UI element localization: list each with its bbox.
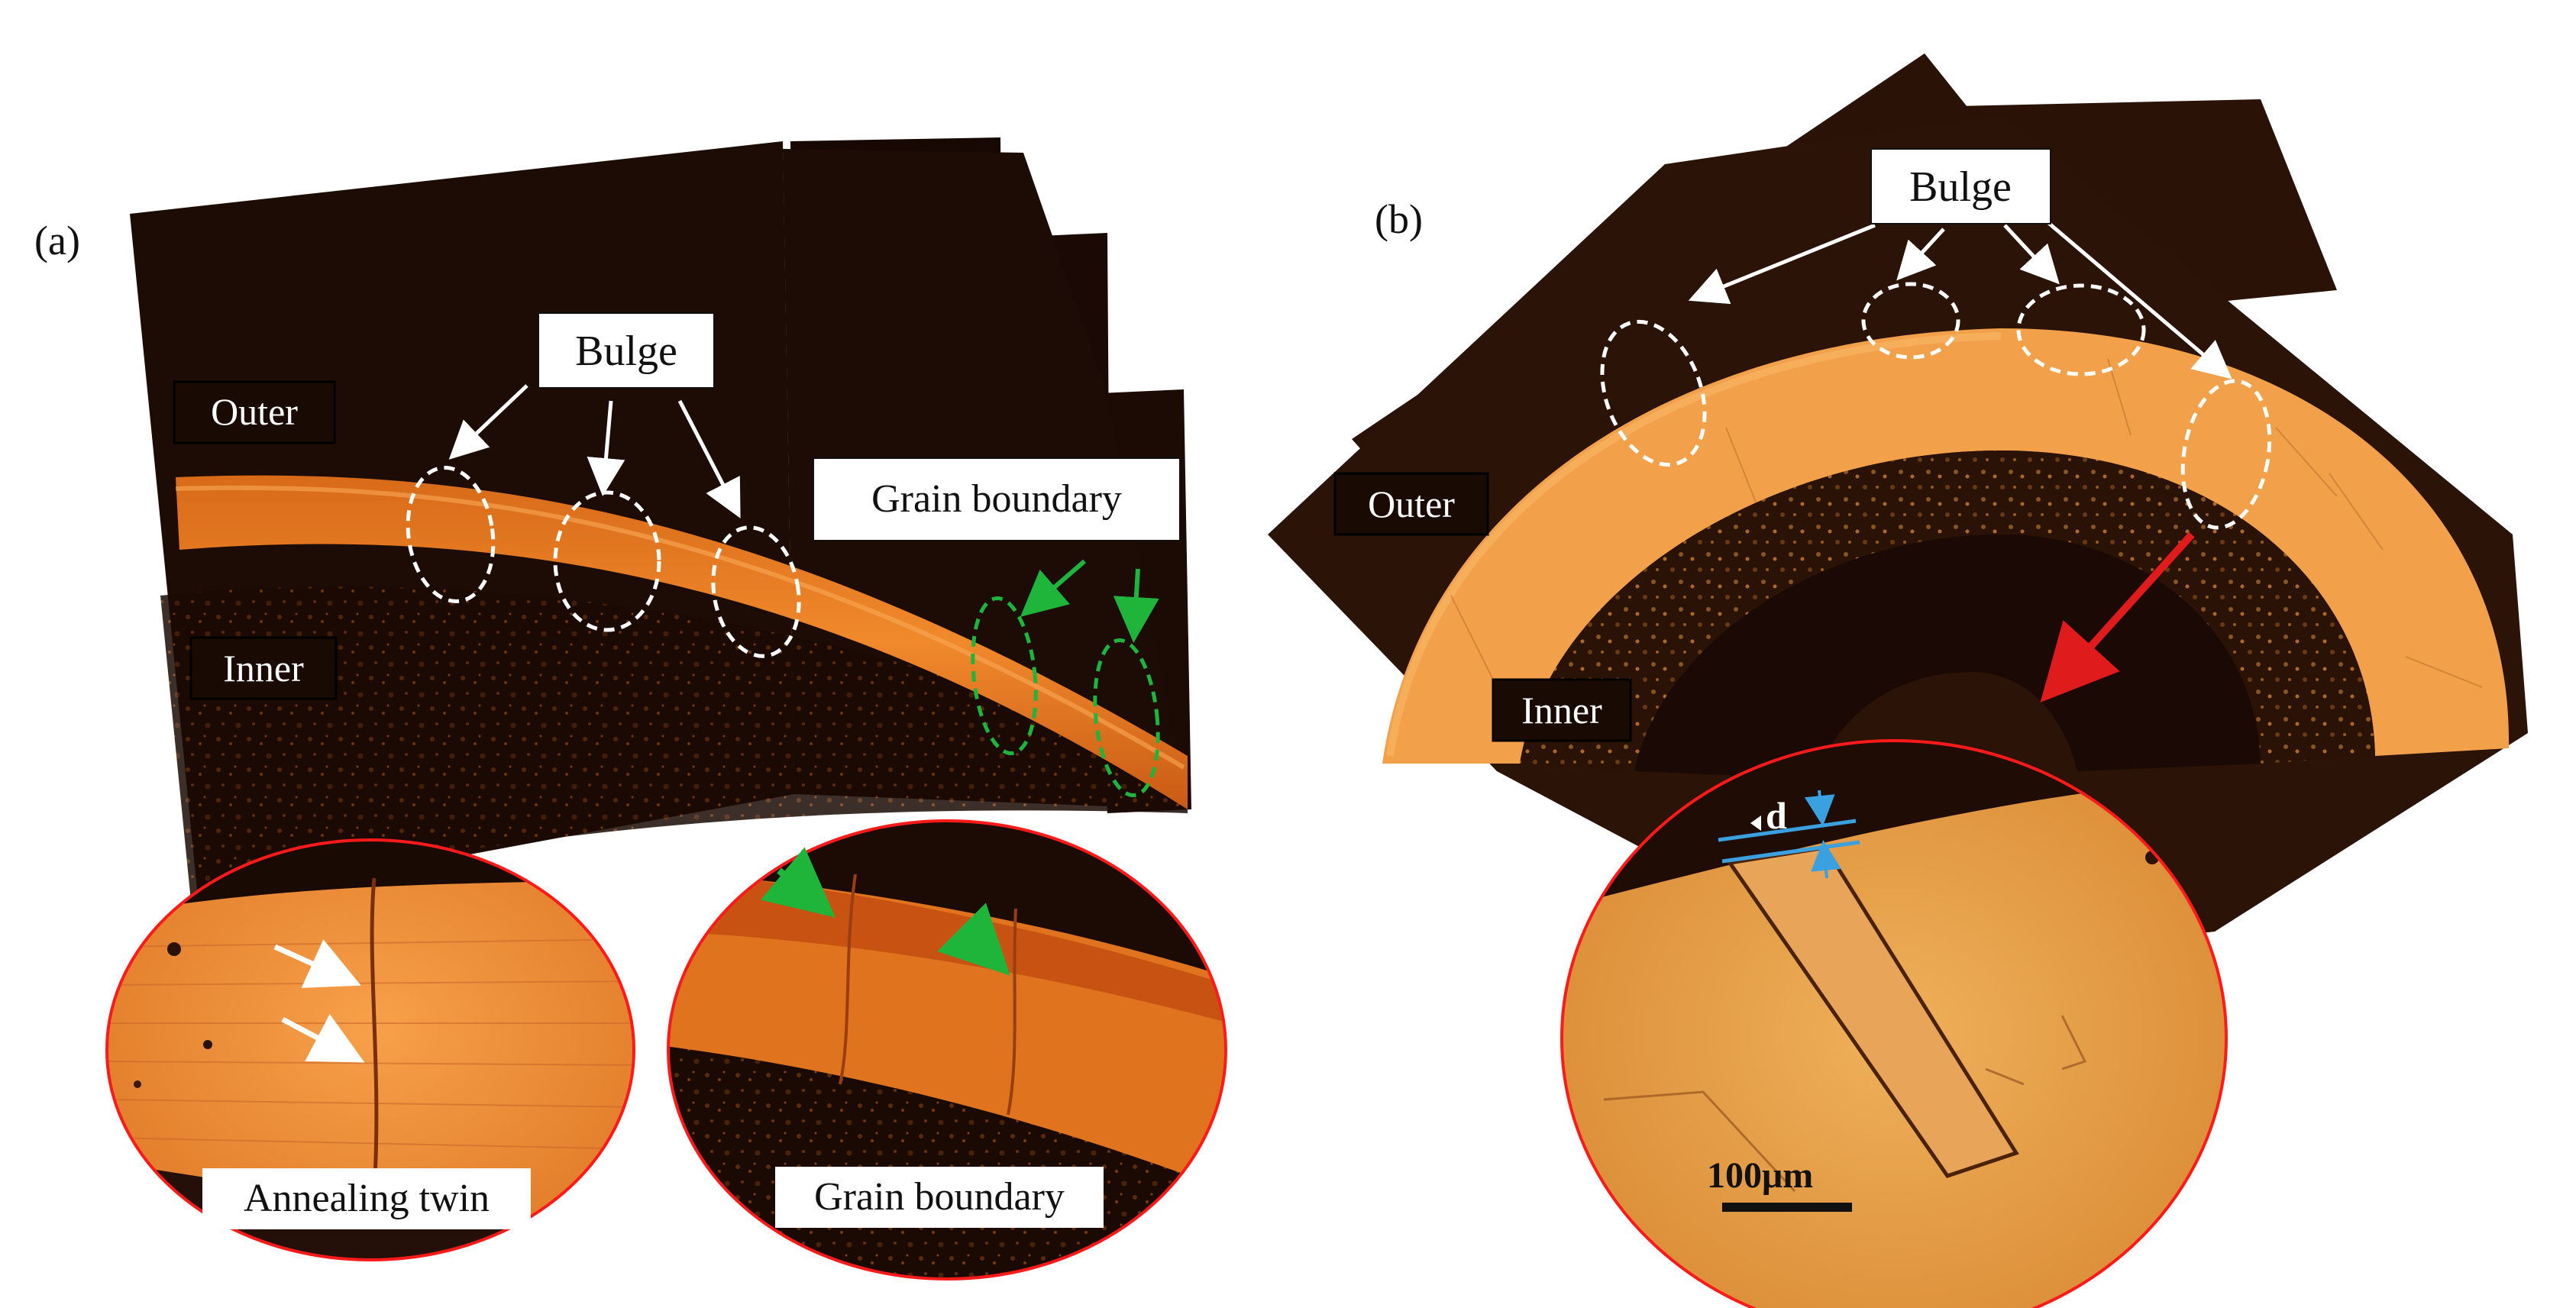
bulge-arrow	[677, 399, 741, 518]
panel-b: (b) Bulge Outer Inner	[1268, 53, 2528, 1308]
scale-bar-label: 100μm	[1707, 1155, 1813, 1196]
inner-void	[1634, 535, 2261, 779]
twin-arrow	[281, 1013, 365, 1063]
grain-inset-arrow	[760, 847, 836, 918]
dimension-arrow-up	[1811, 840, 1841, 879]
copper-arch-outer	[1382, 328, 2510, 764]
bulge-arrow	[587, 400, 625, 496]
bulge-arrow	[2045, 220, 2232, 379]
grain-boundary-marker	[971, 596, 1038, 756]
outer-label-box	[173, 380, 336, 444]
copper-ring-band	[176, 475, 1188, 809]
bulge-label: Bulge	[575, 328, 677, 375]
bulge-marker	[406, 466, 496, 603]
outer-label: Outer	[211, 390, 298, 433]
scale-bar	[1722, 1203, 1852, 1212]
inner-label-b: Inner	[1521, 689, 1602, 732]
grain-boundary-caption: Grain boundary	[814, 1175, 1065, 1219]
grain-inset-arrow	[937, 903, 1010, 976]
dimension-arrow-down	[1804, 790, 1835, 826]
annealing-twin-caption-box	[202, 1168, 531, 1229]
bulge-arrow	[1896, 228, 1945, 281]
bulge-marker	[711, 525, 801, 658]
panel-a: (a) Bulge Outer Inner Grain boundary	[34, 137, 1227, 1281]
inner-label: Inner	[223, 647, 304, 690]
grain-boundary-caption-box	[775, 1167, 1104, 1228]
bulge-marker	[2016, 283, 2146, 376]
inner-label-box	[189, 636, 338, 700]
bulge-marker	[1861, 282, 1960, 360]
dimension-label: d	[1766, 794, 1787, 837]
copper-ring-highlight	[175, 485, 1185, 770]
bulge-label-box	[538, 312, 715, 389]
twin-arrow	[273, 939, 361, 988]
bulge-arrow	[448, 384, 528, 460]
inset-bulge-detail: d 100μm	[1560, 739, 2228, 1308]
inner-region-texture	[160, 586, 1188, 901]
panel-a-label: (a)	[34, 218, 80, 263]
inner-label-box-b	[1492, 678, 1632, 742]
bulge-label-box-b	[1870, 148, 2051, 224]
speckled-band	[1520, 451, 2375, 771]
bulge-arrow	[2003, 224, 2060, 285]
bulge-arrow	[1688, 223, 1876, 305]
panel-b-label: (b)	[1375, 196, 1423, 242]
bulge-marker	[1600, 319, 1707, 467]
dimension-marker-icon	[1750, 815, 1761, 831]
grain-boundary-label-box	[813, 457, 1181, 541]
copper-arch-texture-outer	[1386, 332, 2002, 757]
grain-boundary-arrow	[1113, 568, 1159, 643]
outer-label-box-b	[1333, 472, 1489, 536]
zoom-arrow	[2040, 531, 2195, 702]
bulge-marker	[2180, 379, 2272, 530]
annealing-twin-caption: Annealing twin	[244, 1177, 490, 1220]
grain-boundary-arrow	[1020, 559, 1086, 617]
outer-label-b: Outer	[1368, 483, 1455, 525]
grain-boundary-label: Grain boundary	[871, 477, 1122, 521]
bulge-label-b: Bulge	[1909, 163, 2012, 211]
